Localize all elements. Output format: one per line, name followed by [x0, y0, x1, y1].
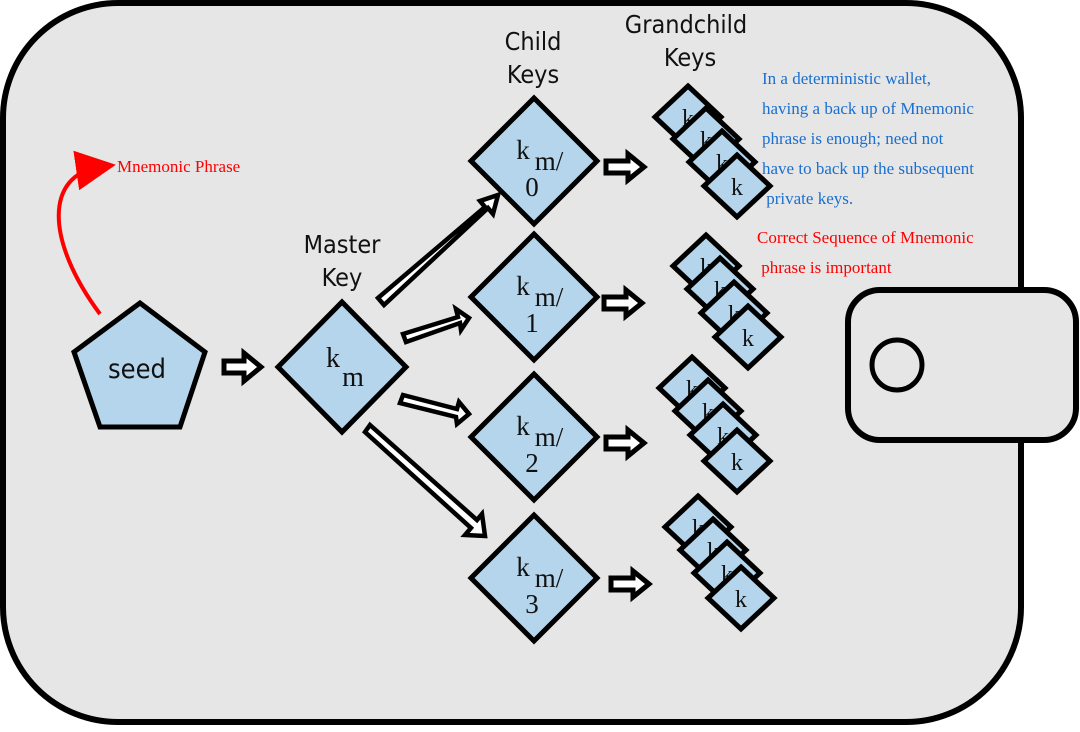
grandchild-key-node: k — [711, 302, 785, 372]
grandchild-key-shape — [700, 151, 774, 221]
wallet-clasp — [845, 287, 1079, 443]
grandchild-keys-label-line2: Keys — [664, 43, 716, 72]
child-key-k: k — [516, 135, 530, 165]
master-key-label-line2: Key — [322, 263, 363, 292]
child-key-node — [467, 230, 601, 364]
child-key-node — [467, 511, 601, 645]
note-line: phrase is enough; need not — [762, 129, 944, 148]
child-key-path: m/ — [535, 282, 564, 312]
mnemonic-phrase-label: Mnemonic Phrase — [117, 157, 240, 176]
child-key-k: k — [516, 411, 530, 441]
note-line: In a deterministic wallet, — [762, 69, 931, 88]
grandchild-key-node: k — [700, 426, 774, 496]
grandchild-key-label: k — [731, 450, 743, 476]
seed-label: seed — [108, 354, 166, 385]
grandchild-key-node: k — [700, 151, 774, 221]
child-keys-label-line2: Keys — [507, 60, 559, 89]
grandchild-key-label: k — [742, 326, 754, 352]
child-key-index: 2 — [525, 448, 539, 478]
sequence-note: Correct Sequence of Mnemonic phrase is i… — [757, 223, 974, 283]
grandchild-keys-label-line1: Grandchild — [625, 10, 747, 39]
note-line: private keys. — [762, 189, 854, 208]
note-line: Correct Sequence of Mnemonic — [757, 228, 974, 247]
child-key-k: k — [516, 271, 530, 301]
seed-to-master-arrow-icon — [221, 347, 265, 387]
note-line: have to back up the subsequent — [762, 159, 974, 178]
child-key-path: m/ — [535, 422, 564, 452]
master-key-node — [274, 298, 410, 436]
child-to-grandchild-arrow-icon — [603, 424, 648, 462]
grandchild-key-shape — [700, 426, 774, 496]
master-key-k: k — [326, 343, 340, 374]
child-key-index: 1 — [525, 308, 539, 338]
grandchild-key-shape — [711, 302, 785, 372]
child-key-node — [467, 94, 601, 228]
grandchild-key-node: k — [704, 563, 778, 633]
arrow-to-child-3-icon — [362, 421, 488, 539]
child-keys-label-line1: Child — [505, 27, 562, 56]
child-key-path: m/ — [535, 146, 564, 176]
arrow-to-child-1-icon — [400, 303, 473, 345]
wallet-button-icon — [869, 337, 925, 393]
child-key-path: m/ — [535, 563, 564, 593]
seed-node — [71, 299, 208, 430]
child-key-node — [467, 370, 601, 504]
child-to-grandchild-arrow-icon — [601, 284, 646, 322]
child-key-row-3: km/3kkkk — [467, 492, 778, 645]
master-key-m: m — [342, 362, 364, 393]
deterministic-wallet-note: In a deterministic wallet, having a back… — [762, 64, 974, 214]
child-key-index: 0 — [525, 172, 539, 202]
note-line: phrase is important — [757, 258, 892, 277]
master-to-child-arrows — [362, 191, 502, 539]
arrow-to-child-2-icon — [397, 392, 473, 429]
master-key-label-line1: Master — [304, 230, 382, 259]
child-key-index: 3 — [525, 589, 539, 619]
mnemonic-arrow-icon — [56, 150, 116, 316]
note-line: having a back up of Mnemonic — [762, 99, 974, 118]
child-to-grandchild-arrow-icon — [603, 148, 648, 186]
child-key-k: k — [516, 552, 530, 582]
grandchild-key-label: k — [735, 587, 747, 613]
child-to-grandchild-arrow-icon — [608, 565, 653, 603]
grandchild-key-shape — [704, 563, 778, 633]
arrow-to-child-0-icon — [374, 191, 502, 309]
grandchild-key-label: k — [731, 175, 743, 201]
